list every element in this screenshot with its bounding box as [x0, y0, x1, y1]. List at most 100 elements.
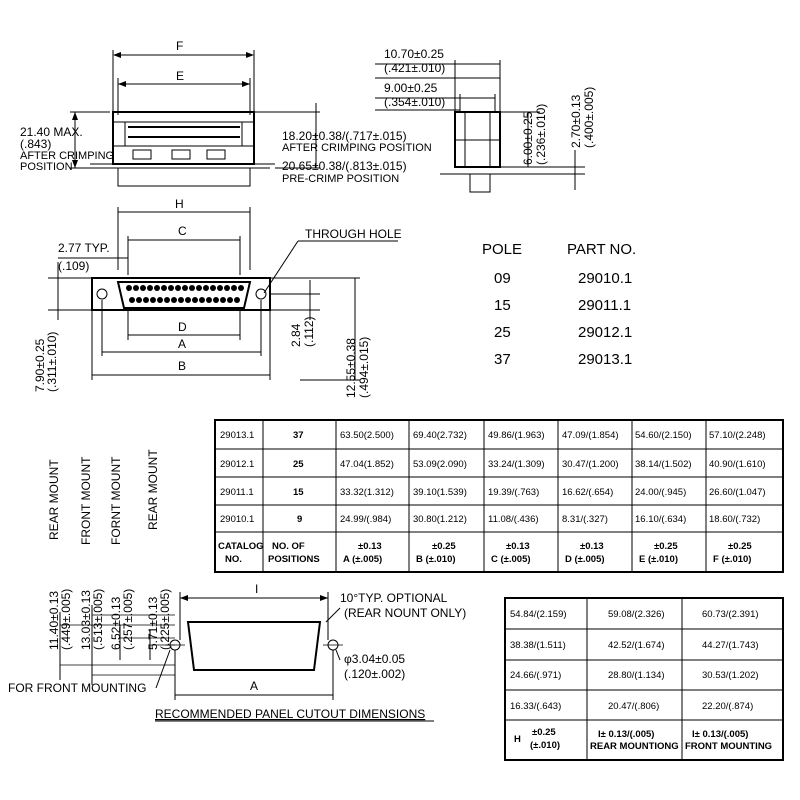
dim-d: 30.47/(1.200): [562, 459, 619, 470]
h-value: 24.66/(.971): [510, 670, 561, 681]
header-f: F (±.010): [713, 554, 751, 565]
dim-c: 19.39/(.763): [488, 487, 539, 498]
cutout-dim-a: A: [250, 679, 258, 693]
optional-note-2: (REAR NOUNT ONLY): [344, 606, 466, 620]
height-27: 2.70±0.13: [569, 94, 583, 148]
front-mounting-note: FOR FRONT MOUNTING: [8, 681, 146, 695]
header-i-rear-2: REAR MOUNTIONG: [590, 741, 679, 752]
rear-mount-dim-2-inch: (.225±.005): [158, 589, 172, 650]
typ-dim-inch: (.109): [58, 259, 89, 273]
front-mount-dim-inch: (.513±.005): [91, 589, 105, 650]
dim-table-row: 29013.1 37 63.50(2.500) 69.40(2.732) 49.…: [220, 430, 766, 441]
hole-diameter: φ3.04±0.05: [344, 652, 405, 666]
header-i-front: I± 0.13/(.005): [692, 729, 748, 740]
dim-d: 16.62/(.654): [562, 487, 613, 498]
front-mount-dim-2-inch: (.257±.005): [121, 589, 135, 650]
i-rear-value: 59.08/(2.326): [608, 609, 665, 620]
i-rear-value: 20.47/(.806): [608, 701, 659, 712]
h-value: 54.84/(2.159): [510, 609, 567, 620]
dim-f: 40.90/(1.610): [709, 459, 766, 470]
side-view: 10.70±0.25 (.421±.010) 9.00±0.25 (.354±.…: [375, 47, 596, 193]
header-d: D (±.005): [565, 554, 605, 565]
header-i-rear: I± 0.13/(.005): [598, 729, 654, 740]
dim-c: 49.86/(1.963): [488, 430, 545, 441]
catalog-no: 29010.1: [220, 514, 254, 525]
part-no-value: 29011.1: [578, 297, 631, 314]
part-no-value: 29010.1: [578, 270, 632, 287]
rear-mount-dim-inch: (.449±.005): [59, 589, 73, 650]
i-front-value: 60.73/(2.391): [702, 609, 759, 620]
cutout-table-row: 16.33/(.643) 20.47/(.806) 22.20/(.874): [510, 701, 753, 712]
catalog-no: 29012.1: [220, 459, 254, 470]
dim-b: 39.10(1.539): [413, 487, 467, 498]
part-number-table: POLE PART NO. 09 29010.1 15 29011.1 25 2…: [482, 241, 636, 368]
header-a: A (±.005): [343, 554, 382, 565]
dim-a: 47.04(1.852): [340, 459, 394, 470]
dim-a-label: A: [178, 337, 186, 351]
dim-a: 33.32(1.312): [340, 487, 394, 498]
width-outer: 10.70±0.25: [384, 47, 444, 61]
dim-h-label: H: [175, 197, 184, 211]
i-rear-value: 28.80/(1.134): [608, 670, 665, 681]
h-value: 16.33/(.643): [510, 701, 561, 712]
height-max-inch: (.843): [20, 137, 51, 151]
header-positions: NO. OF: [272, 541, 305, 552]
pole-value: 25: [494, 324, 511, 341]
height-6: 6.00±0.25: [521, 111, 535, 165]
front-mount-label: FRONT MOUNT: [79, 456, 93, 545]
front-mount-label-2: FORNT MOUNT: [109, 456, 123, 545]
pole-header: POLE: [482, 241, 522, 258]
header-h: H: [514, 734, 521, 745]
cutout-table-header: ±0.25 H (±.010) I± 0.13/(.005) REAR MOUN…: [514, 727, 772, 752]
after-crimp-label: AFTER CRIMPING POSITION: [282, 142, 432, 154]
catalog-no: 29013.1: [220, 430, 254, 441]
part-no-value: 29012.1: [578, 324, 632, 341]
dim-d: 47.09/(1.854): [562, 430, 619, 441]
width-inner-inch: (.354±.010): [384, 95, 445, 109]
header-c: C (±.005): [491, 554, 531, 565]
cutout-table-row: 54.84/(2.159) 59.08/(2.326) 60.73/(2.391…: [510, 609, 759, 620]
cutout-table: 54.84/(2.159) 59.08/(2.326) 60.73/(2.391…: [504, 597, 784, 761]
dim-e: 16.10/(.634): [635, 514, 686, 525]
overall-height-inch: (.494±.015): [357, 337, 371, 398]
cutout-table-row: 24.66/(.971) 28.80/(1.134) 30.53/(1.202): [510, 670, 759, 681]
front-mount-dim: 13.03±0.13: [79, 590, 93, 650]
positions: 15: [293, 487, 304, 498]
positions: 37: [293, 430, 304, 441]
dim-e: 24.00/(.945): [635, 487, 686, 498]
dim-i-label: I: [255, 582, 258, 596]
dim-f: 18.60/(.732): [709, 514, 760, 525]
rear-mount-label: REAR MOUNT: [47, 459, 61, 540]
dim-d-label: D: [178, 320, 187, 334]
height-note: AFTER CRIMPING: [20, 150, 114, 162]
positions: 9: [297, 514, 302, 525]
hole-offset-inch: (.112): [302, 317, 316, 347]
dim-e-label: E: [176, 69, 184, 83]
width-inner: 9.00±0.25: [384, 81, 438, 95]
dim-b-label: B: [178, 359, 186, 373]
dim-table-row: 29010.1 9 24.99/(.984) 30.80(1.212) 11.0…: [220, 514, 760, 525]
header-d-tol: ±0.13: [580, 541, 604, 552]
hole-offset: 2.84: [289, 323, 303, 347]
part-no-value: 29013.1: [578, 351, 632, 368]
contact-pins: [126, 285, 244, 303]
dim-c: 33.24/(1.309): [488, 459, 545, 470]
pole-value: 09: [494, 270, 511, 287]
dim-table-row: 29011.1 15 33.32(1.312) 39.10(1.539) 19.…: [220, 487, 766, 498]
pole-value: 37: [494, 351, 511, 368]
header-catalog-2: NO.: [225, 554, 242, 565]
i-rear-value: 42.52/(1.674): [608, 640, 665, 651]
dim-c-label: C: [178, 224, 187, 238]
rear-mount-dim: 11.40±0.13: [47, 591, 61, 650]
hole-diameter-inch: (.120±.002): [344, 667, 405, 681]
header-b: B (±.010): [416, 554, 456, 565]
dim-b: 69.40(2.732): [413, 430, 467, 441]
dim-b: 53.09(2.090): [413, 459, 467, 470]
header-positions-2: POSITIONS: [268, 554, 320, 565]
height-6-inch: (.236±.010): [534, 104, 548, 165]
dim-e: 38.14/(1.502): [635, 459, 692, 470]
i-front-value: 44.27/(1.743): [702, 640, 759, 651]
cutout-table-row: 38.38/(1.511) 42.52/(1.674) 44.27/(1.743…: [510, 640, 759, 651]
header-f-tol: ±0.25: [728, 541, 752, 552]
